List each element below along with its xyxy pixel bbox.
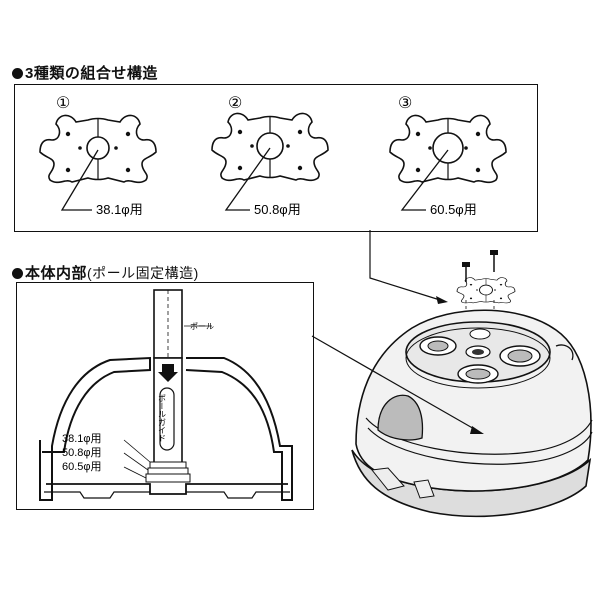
exploded-plate <box>456 277 516 304</box>
section-leader-arrowhead <box>470 426 484 434</box>
section-leader-line <box>311 335 477 431</box>
internal-structure-heading: 本体内部(ポール固定構造) <box>12 262 199 283</box>
size-label-60: 60.5φ用 <box>62 461 102 473</box>
variant-label-3: 60.5φ用 <box>430 202 477 217</box>
connector-line <box>369 230 441 301</box>
cross-section <box>39 289 293 501</box>
pole-guide-label: ポールガイド <box>158 394 167 442</box>
base-unit <box>351 309 593 518</box>
bullet-icon <box>12 68 23 79</box>
size-label-38: 38.1φ用 <box>62 433 102 445</box>
leader-line-2 <box>224 147 271 211</box>
variant-number-1: ① <box>56 95 70 112</box>
leader-line-1 <box>60 149 99 211</box>
spacer-plate-3 <box>389 114 507 184</box>
internal-heading-subtext: (ポール固定構造) <box>87 265 199 281</box>
combination-structure-heading: 3種類の組合せ構造 <box>12 62 158 83</box>
combination-heading-text: 3種類の組合せ構造 <box>25 65 158 82</box>
pole-label: ポール <box>190 322 214 331</box>
leader-line-3 <box>400 149 449 211</box>
internal-heading-text: 本体内部 <box>25 265 88 282</box>
spacer-plate-2 <box>211 112 329 182</box>
spacer-plate-1 <box>39 114 157 184</box>
variant-number-3: ③ <box>398 95 412 112</box>
down-arrow-icon <box>158 364 178 382</box>
bullet-icon <box>12 268 23 279</box>
variant-number-2: ② <box>228 95 242 112</box>
variant-label-1: 38.1φ用 <box>96 202 143 217</box>
variant-label-2: 50.8φ用 <box>254 202 301 217</box>
connector-arrowhead <box>436 296 448 304</box>
size-label-50: 50.8φ用 <box>62 447 102 459</box>
